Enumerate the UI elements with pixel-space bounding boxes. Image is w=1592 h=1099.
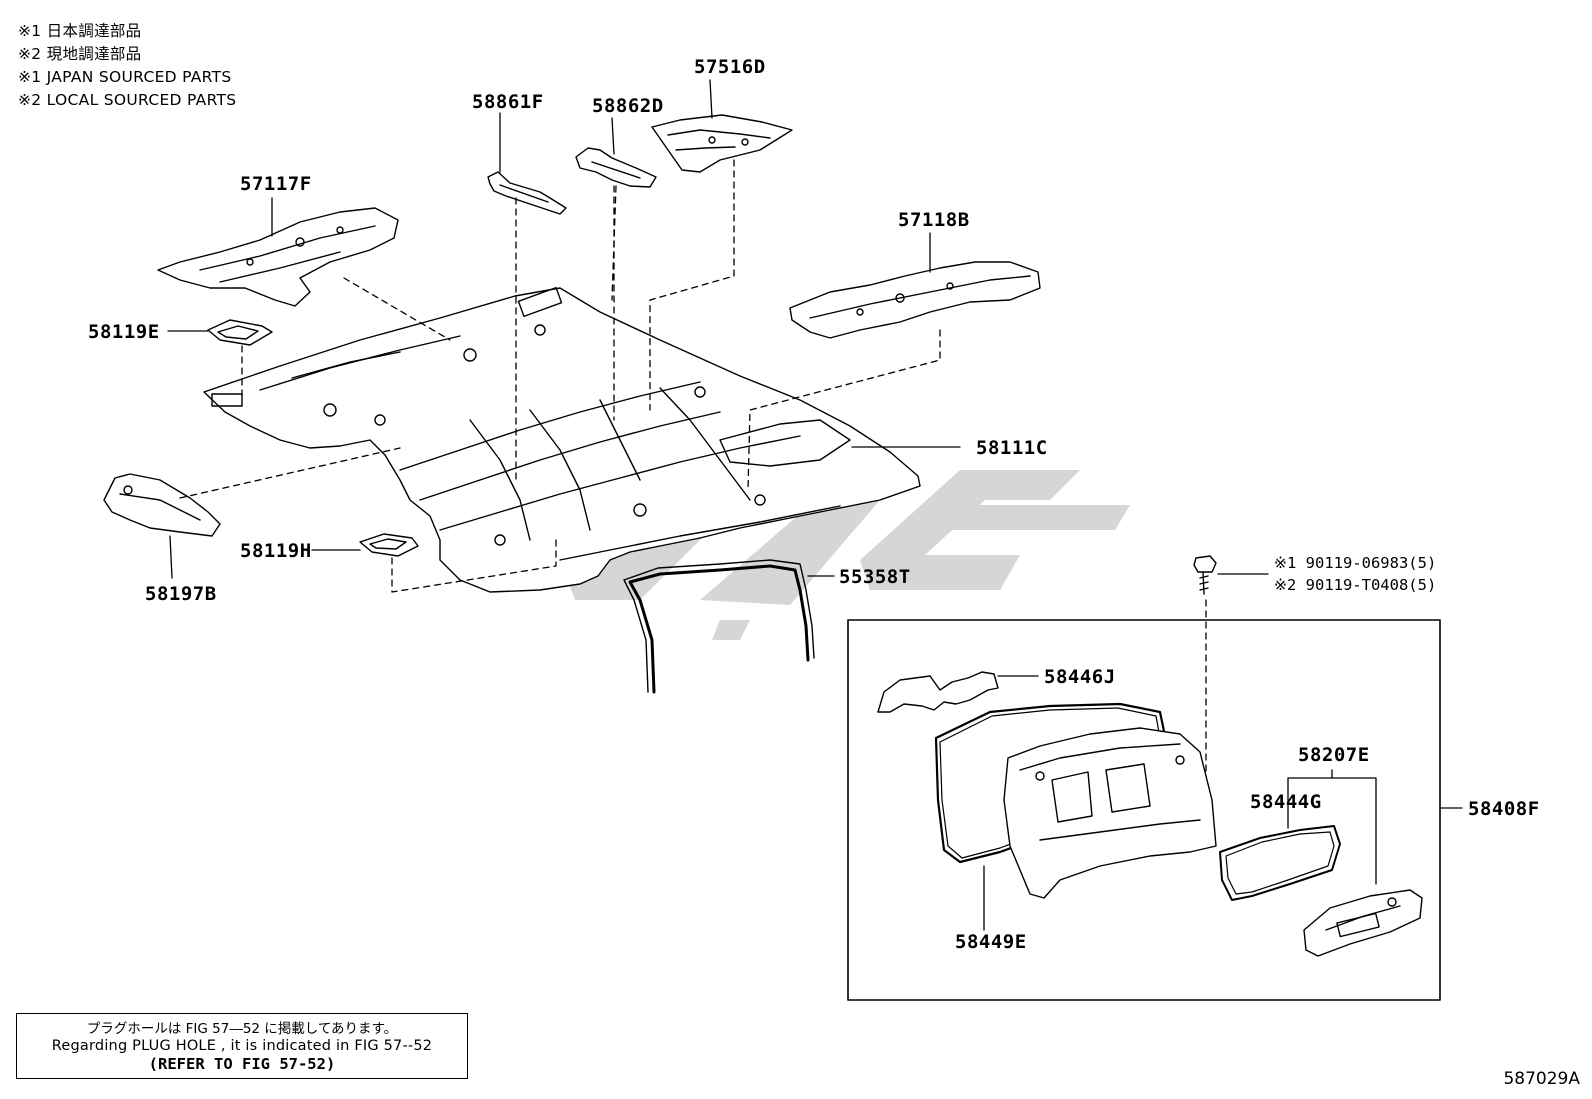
label-58197b: 58197B	[145, 583, 217, 605]
label-58207e: 58207E	[1298, 744, 1370, 766]
leader-58207e-bracket	[1287, 769, 1377, 885]
label-58862d: 58862D	[592, 95, 664, 117]
dashed-lines-upper	[179, 159, 941, 593]
part-58207e-shape	[1303, 889, 1423, 957]
part-58119e-shape	[207, 319, 273, 346]
label-58861f: 58861F	[472, 91, 544, 113]
label-bolt-local: ※2 90119-T0408(5)	[1274, 576, 1436, 594]
part-57117f-shape	[157, 207, 399, 307]
part-labels: 57516D 58861F 58862D 57117F 57118B 58119…	[88, 56, 1540, 953]
sourcing-notes: ※1 日本調達部品 ※2 現地調達部品 ※1 JAPAN SOURCED PAR…	[18, 20, 236, 112]
label-58449e: 58449E	[955, 931, 1027, 953]
part-57118b-shape	[789, 261, 1041, 339]
note-japan-en: ※1 JAPAN SOURCED PARTS	[18, 68, 232, 86]
note-local-jp: ※2 現地調達部品	[18, 45, 142, 63]
part-58861f-shape	[487, 171, 567, 215]
part-rear-panel-shape	[1003, 727, 1217, 899]
plug-hole-reference-note: プラグホールは FIG 57―52 に掲載してあります。 Regarding P…	[16, 1013, 468, 1079]
label-57516d: 57516D	[694, 56, 766, 78]
part-58111c-floor-pan	[203, 286, 921, 593]
note-japan-jp: ※1 日本調達部品	[18, 22, 142, 40]
label-58446j: 58446J	[1044, 666, 1116, 688]
label-58119e: 58119E	[88, 321, 160, 343]
leader-lines-upper	[167, 79, 961, 579]
part-57516d-shape	[651, 114, 793, 173]
figure-id: 587029A	[1503, 1069, 1580, 1089]
label-bolt-japan: ※1 90119-06983(5)	[1274, 554, 1436, 572]
reference-note-en: Regarding PLUG HOLE , it is indicated in…	[51, 1038, 433, 1054]
reference-note-jp: プラグホールは FIG 57―52 に掲載してあります。	[86, 1021, 398, 1037]
note-local-en: ※2 LOCAL SOURCED PARTS	[18, 91, 237, 109]
label-58119h: 58119H	[240, 540, 312, 562]
part-58862d-shape	[575, 147, 657, 188]
bolt-90119-shape	[1193, 555, 1269, 595]
part-58119h-shape	[359, 533, 419, 557]
label-58408f: 58408F	[1468, 798, 1540, 820]
part-55358t-shape	[623, 559, 815, 694]
part-58444g-shape	[1219, 825, 1341, 901]
label-57117f: 57117F	[240, 173, 312, 195]
label-58111c: 58111C	[976, 437, 1048, 459]
label-57118b: 57118B	[898, 209, 970, 231]
label-58444g: 58444G	[1250, 791, 1322, 813]
label-55358t: 55358T	[839, 566, 911, 588]
assembly-frame-58408f	[847, 619, 1441, 1001]
part-58197b-shape	[103, 473, 221, 537]
part-58446j-shape	[877, 671, 1039, 713]
reference-note-refer: (REFER TO FIG 57-52)	[148, 1055, 336, 1073]
